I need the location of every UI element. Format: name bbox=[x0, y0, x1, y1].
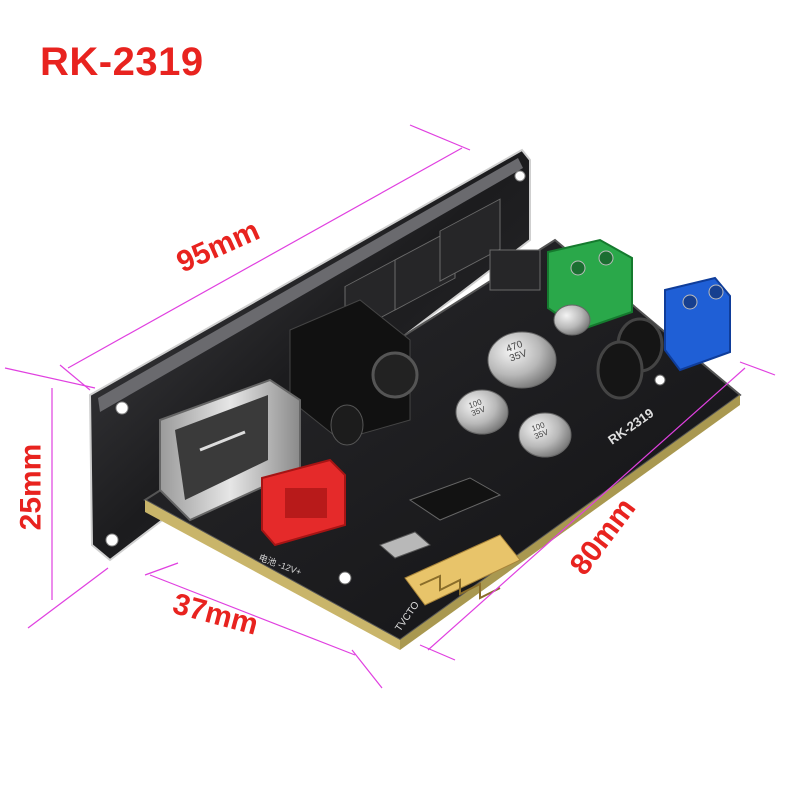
dimension-label-height: 25mm bbox=[14, 443, 48, 531]
mount-hole bbox=[338, 571, 352, 585]
dimension-line-80 bbox=[427, 367, 746, 651]
dc-power-jack bbox=[289, 299, 419, 441]
crystal bbox=[379, 531, 431, 559]
battery-connector bbox=[261, 458, 346, 547]
mount-hole bbox=[105, 533, 119, 547]
dimension-lines bbox=[4, 124, 776, 689]
bluetooth-chip bbox=[408, 477, 502, 521]
model-title: RK-2319 bbox=[40, 40, 204, 84]
pcb-antenna bbox=[404, 534, 521, 606]
dimension-line-95 bbox=[67, 147, 463, 369]
capacitor-large bbox=[487, 331, 557, 389]
mount-hole bbox=[115, 401, 129, 415]
inductors bbox=[596, 317, 664, 400]
mount-hole bbox=[654, 374, 666, 386]
capacitors bbox=[330, 304, 591, 458]
dimension-line-37 bbox=[149, 574, 356, 656]
mount-hole bbox=[514, 170, 526, 182]
blue-terminal-block bbox=[664, 276, 731, 372]
